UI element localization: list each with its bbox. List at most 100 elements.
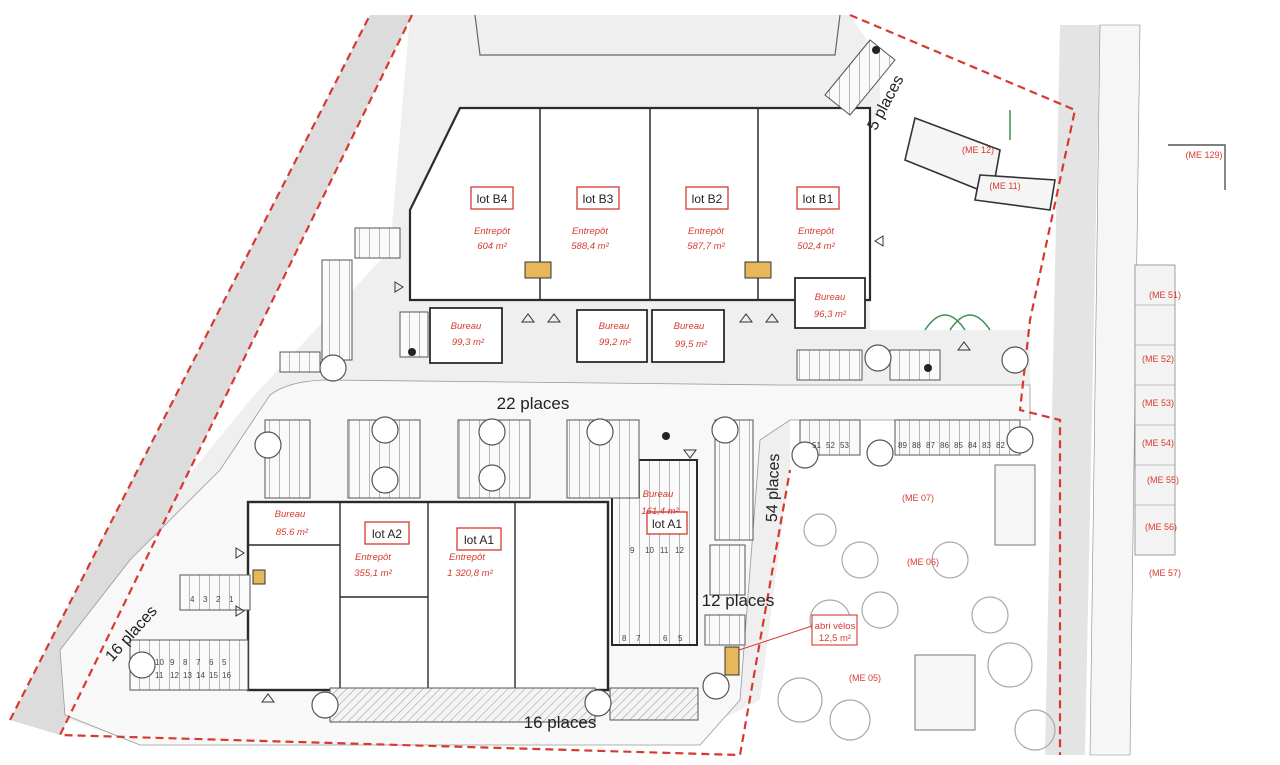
entrance-arrow-icon xyxy=(235,605,245,617)
parking-middle-label: 22 places xyxy=(497,394,570,413)
tree-icon xyxy=(586,418,614,446)
bike-shelter-label: abri vélos xyxy=(815,621,856,632)
svg-text:5: 5 xyxy=(678,634,683,643)
trees xyxy=(128,344,1056,751)
svg-text:8: 8 xyxy=(622,634,627,643)
lot-b4-use: Entrepôt xyxy=(474,226,510,237)
stall-numbers: 4 3 2 1 10 9 8 7 6 5 11 12 13 14 15 16 9… xyxy=(155,441,1005,680)
svg-text:7: 7 xyxy=(196,658,201,667)
building-a xyxy=(246,459,698,692)
tree-icon xyxy=(702,672,730,700)
office-b1-block xyxy=(794,277,866,329)
lot-b1-use: Entrepôt xyxy=(798,226,834,237)
office-a1-area: 161,4 m² xyxy=(641,506,679,517)
lot-b2-use: Entrepôt xyxy=(688,226,724,237)
entrance-arrow-icon xyxy=(683,449,697,459)
tree-icon xyxy=(371,416,399,444)
accessibility-icon xyxy=(662,432,670,440)
svg-text:13: 13 xyxy=(183,671,192,680)
east-sidewalk xyxy=(1089,24,1141,756)
entrance-arrow-icon xyxy=(394,281,404,293)
accessibility-markers xyxy=(408,46,932,440)
entrance-arrow-icon xyxy=(547,313,561,323)
lot-b3-use: Entrepôt xyxy=(572,226,608,237)
svg-text:84: 84 xyxy=(968,441,977,450)
tree-icon xyxy=(864,344,892,372)
office-a1-label: Bureau xyxy=(643,489,674,500)
entrance-arrow-icon xyxy=(521,313,535,323)
neighbour-lots xyxy=(914,144,1226,731)
parking-stalls xyxy=(129,39,1056,723)
entrance-arrows xyxy=(235,235,971,703)
parcel-labels: (ME 129) (ME 12) (ME 11) (ME 51) (ME 52)… xyxy=(849,145,1223,683)
bike-shelter-leader xyxy=(738,625,813,651)
office-b1-label: Bureau xyxy=(815,292,846,303)
parcel-me11: (ME 11) xyxy=(989,181,1020,191)
svg-text:2: 2 xyxy=(216,595,221,604)
tree-icon xyxy=(1006,426,1034,454)
parking-bottom-label: 16 places xyxy=(524,713,597,732)
svg-text:12: 12 xyxy=(675,546,684,555)
office-b4-label: Bureau xyxy=(451,321,482,332)
svg-text:8: 8 xyxy=(183,658,188,667)
parking-right-label: 54 places xyxy=(764,453,783,522)
svg-text:88: 88 xyxy=(912,441,921,450)
svg-text:16: 16 xyxy=(222,671,231,680)
office-b4-area: 99,3 m² xyxy=(452,337,485,348)
bike-shelter-block xyxy=(724,646,740,676)
a2-loading xyxy=(252,569,266,585)
entrance-arrow-icon xyxy=(874,235,884,247)
tree-icon xyxy=(319,354,347,382)
tree-icon xyxy=(791,441,819,469)
office-b3-label: Bureau xyxy=(599,321,630,332)
svg-text:11: 11 xyxy=(660,546,669,555)
parcel-me55: (ME 55) xyxy=(1147,475,1179,485)
tree-icon xyxy=(1001,346,1029,374)
entrance-arrow-icon xyxy=(957,341,971,351)
parcel-me129: (ME 129) xyxy=(1185,150,1222,160)
tree-icon xyxy=(478,418,506,446)
lot-a2-use: Entrepôt xyxy=(355,552,391,563)
parcel-me51: (ME 51) xyxy=(1149,290,1181,300)
lot-a1-area: 1 320,8 m² xyxy=(447,568,493,579)
svg-text:6: 6 xyxy=(663,634,668,643)
svg-text:9: 9 xyxy=(170,658,175,667)
parcel-me54: (ME 54) xyxy=(1142,438,1174,448)
entrance-arrow-icon xyxy=(765,313,779,323)
svg-text:5: 5 xyxy=(222,658,227,667)
parcel-me53: (ME 53) xyxy=(1142,398,1174,408)
svg-text:87: 87 xyxy=(926,441,935,450)
tree-icon xyxy=(866,439,894,467)
lot-b4-label: lot B4 xyxy=(477,192,508,206)
lot-b3-area: 588,4 m² xyxy=(571,241,609,252)
site-boundary xyxy=(9,13,1077,757)
loading-b4b3 xyxy=(524,261,552,279)
entrance-arrow-icon xyxy=(261,693,275,703)
parcel-me56: (ME 56) xyxy=(1145,522,1177,532)
lot-a1-label: lot A1 xyxy=(464,533,494,547)
loading-b2b1 xyxy=(744,261,772,279)
svg-text:7: 7 xyxy=(636,634,641,643)
svg-text:83: 83 xyxy=(982,441,991,450)
lot-a1-office-tag: lot A1 xyxy=(652,517,682,531)
lot-b2-label: lot B2 xyxy=(692,192,723,206)
lot-a2-label: lot A2 xyxy=(372,527,402,541)
svg-text:51: 51 xyxy=(812,441,821,450)
svg-text:10: 10 xyxy=(645,546,654,555)
tree-icon xyxy=(371,466,399,494)
lot-b4-area: 604 m² xyxy=(477,241,507,252)
parking-right-small-label: 12 places xyxy=(702,591,775,610)
tree-icon xyxy=(711,416,739,444)
svg-text:3: 3 xyxy=(203,595,208,604)
parcel-me05: (ME 05) xyxy=(849,673,881,683)
svg-text:1: 1 xyxy=(229,595,234,604)
parcel-me12: (ME 12) xyxy=(962,145,994,155)
svg-text:53: 53 xyxy=(840,441,849,450)
svg-text:85: 85 xyxy=(954,441,963,450)
lot-a2-area: 355,1 m² xyxy=(354,568,392,579)
entrance-arrow-icon xyxy=(739,313,753,323)
svg-text:4: 4 xyxy=(190,595,195,604)
office-b4-block xyxy=(429,307,503,364)
tree-icon xyxy=(128,651,156,679)
accessibility-icon xyxy=(872,46,880,54)
